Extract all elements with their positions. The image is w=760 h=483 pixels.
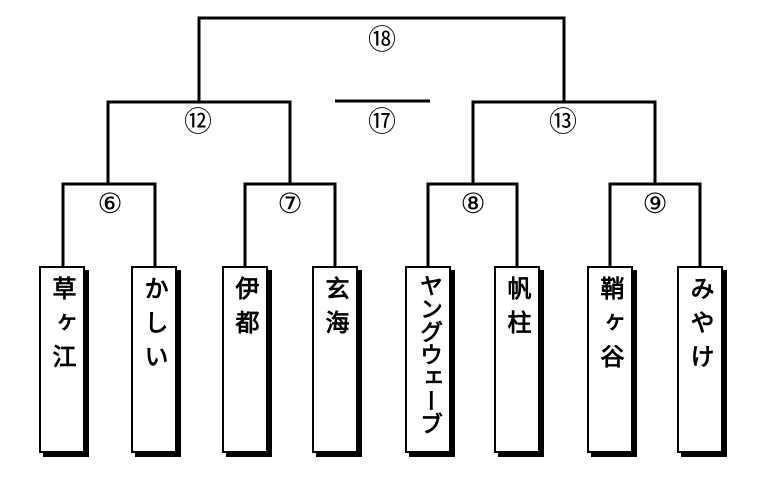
team-box-5: ヤングウェーブ — [405, 266, 451, 453]
match-label-17: ⑰ — [367, 105, 396, 138]
match-label-7: ⑦ — [277, 187, 303, 220]
team-name-8: みやけ — [686, 276, 714, 378]
team-name-2: かしい — [140, 276, 168, 378]
match-label-18: ⑱ — [367, 23, 396, 56]
team-box-7: 鞘ヶ谷 — [587, 266, 633, 453]
match-label-8: ⑧ — [460, 187, 486, 220]
team-name-5: ヤングウェーブ — [415, 274, 442, 435]
match-label-12: ⑫ — [183, 105, 212, 138]
team-box-3: 伊都 — [222, 266, 268, 453]
team-box-1: 草ヶ江 — [39, 266, 85, 453]
team-name-1: 草ヶ江 — [48, 276, 76, 378]
team-name-3: 伊都 — [231, 276, 259, 344]
team-box-4: 玄海 — [312, 266, 358, 453]
match-label-13: ⑬ — [548, 105, 577, 138]
match-label-9: ⑨ — [642, 187, 668, 220]
team-box-2: かしい — [131, 266, 177, 453]
team-box-8: みやけ — [677, 266, 723, 453]
connector-match-18 — [197, 16, 566, 102]
match-label-6: ⑥ — [97, 187, 123, 220]
team-name-4: 玄海 — [321, 276, 349, 344]
team-box-6: 帆柱 — [494, 266, 540, 453]
team-name-6: 帆柱 — [503, 276, 531, 344]
team-name-7: 鞘ヶ谷 — [596, 276, 624, 378]
